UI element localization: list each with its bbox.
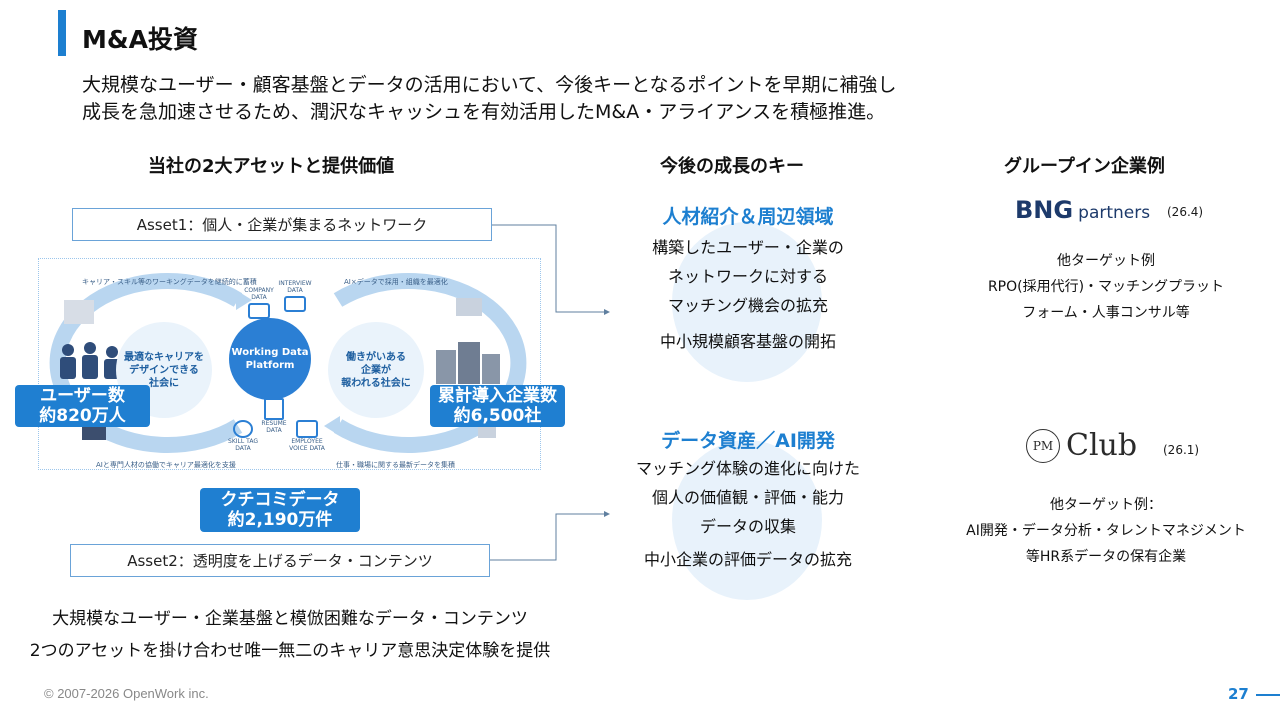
companies-count-label: 累計導入企業数 約6,500社 (430, 385, 565, 427)
company1-line: 他ターゲット例 (1057, 253, 1155, 269)
key2-extra: 中小企業の評価データの拡充 (643, 550, 852, 569)
platform-line-2: Platform (245, 360, 295, 371)
caption-top-left: キャリア・スキル等のワーキングデータを継続的に蓄積 (82, 278, 257, 286)
icon-label: RESUME (261, 420, 287, 427)
people-illustration (60, 300, 120, 440)
resume-data-icon: RESUME DATA (258, 398, 290, 434)
caption-top-right: AI×データで採用・組織を最適化 (344, 278, 448, 286)
company2-targets: 他ターゲット例： AI開発・データ分析・タレントマネジメント 等HR系データの保… (950, 492, 1262, 570)
company1-line: フォーム・人事コンサル等 (1022, 305, 1190, 321)
icon-label: INTERVIEW (278, 280, 312, 287)
company-data-icon: COMPANY DATA (242, 287, 276, 319)
cycle-arrows (49, 273, 527, 453)
company1-line: RPO(採用代行)・マッチングプラット (987, 279, 1225, 295)
users-count-value: 約820万人 (39, 406, 126, 426)
companies-count-title: 累計導入企業数 (438, 386, 557, 406)
asset2-box: Asset2：透明度を上げるデータ・コンテンツ (70, 544, 490, 577)
key2-text: マッチング体験の進化に向けた 個人の価値観・評価・能力 データの収集 (600, 454, 896, 541)
copyright: © 2007-2026 OpenWork inc. (44, 686, 209, 701)
company2-line: AI開発・データ分析・タレントマネジメント (966, 523, 1246, 539)
key1-text: 構築したユーザー・企業の ネットワークに対する マッチング機会の拡充 (600, 233, 896, 320)
companies-count-value: 約6,500社 (453, 406, 542, 426)
interview-data-icon: INTERVIEW DATA (278, 280, 312, 312)
company1-targets: 他ターゲット例 RPO(採用代行)・マッチングプラット フォーム・人事コンサル等 (950, 248, 1262, 326)
buildings-illustration (436, 298, 500, 438)
key2-line: マッチング体験の進化に向けた (635, 459, 860, 478)
key1-circle-bg (672, 222, 822, 382)
left-circle-line: 社会に (149, 377, 179, 389)
lead-text: 大規模なユーザー・顧客基盤とデータの活用において、今後キーとなるポイントを早期に… (82, 72, 897, 126)
key1-line: ネットワークに対する (667, 267, 828, 286)
lead-line-1: 大規模なユーザー・顧客基盤とデータの活用において、今後キーとなるポイントを早期に… (82, 74, 897, 96)
asset1-box: Asset1：個人・企業が集まるネットワーク (72, 208, 492, 241)
key1-extra: 中小規模顧客基盤の開拓 (659, 332, 836, 351)
key2-title: データ資産／AI開発 (661, 430, 835, 452)
reviews-count-value: 約2,190万件 (227, 510, 333, 530)
icon-label: DATA (235, 445, 251, 452)
platform-line-1: Working Data (231, 347, 309, 358)
company2-date: (26.1) (1163, 443, 1200, 457)
reviews-count-title: クチコミデータ (220, 490, 340, 510)
key2-circle-bg (672, 440, 822, 600)
logo-main: BNG (1015, 196, 1074, 224)
middle-heading: 今後の成長のキー (660, 156, 804, 177)
key1-line: 構築したユーザー・企業の (652, 238, 844, 257)
reviews-count-label: クチコミデータ 約2,190万件 (200, 488, 360, 532)
platform-diagram (38, 258, 541, 470)
icon-label: DATA (251, 294, 267, 301)
icon-label: DATA (287, 287, 303, 294)
skill-tag-data-icon: SKILL TAG DATA (226, 420, 260, 452)
pm-club-logo: PM Club (1026, 428, 1137, 463)
right-heading: グループイン企業例 (1004, 156, 1165, 177)
right-circle-line: 働きがいある (346, 351, 406, 363)
summary-line-1: 大規模なユーザー・企業基盤と模倣困難なデータ・コンテンツ (52, 609, 528, 629)
caption-bottom-right: 仕事・職場に関する最新データを集積 (336, 461, 455, 469)
logo-mark: PM (1026, 428, 1060, 463)
caption-bottom-left: AIと専門人材の協働でキャリア最適化を支援 (96, 461, 236, 469)
key1-line: マッチング機会の拡充 (667, 296, 828, 315)
icon-label: DATA (266, 427, 282, 434)
working-data-platform: Working Data Platform (229, 318, 311, 400)
page-number: 27 (1228, 685, 1249, 703)
bng-partners-logo: BNG partners (1015, 196, 1150, 224)
right-circle-line: 企業が (361, 364, 391, 376)
lead-line-2: 成長を急加速させるため、潤沢なキャッシュを有効活用したM&A・アライアンスを積極… (82, 101, 886, 123)
icon-label: SKILL TAG (228, 438, 258, 445)
summary-line-2: 2つのアセットを掛け合わせ唯一無二のキャリア意思決定体験を提供 (29, 641, 551, 661)
key2-line: 個人の価値観・評価・能力 (651, 488, 844, 507)
icon-label: EMPLOYEE (291, 438, 323, 445)
company1-date: (26.4) (1167, 205, 1204, 219)
right-value-circle: 働きがいある 企業が 報われる社会に (328, 322, 424, 418)
users-count-title: ユーザー数 (40, 386, 125, 406)
left-heading: 当社の2大アセットと提供価値 (148, 156, 395, 177)
employee-voice-data-icon: EMPLOYEE VOICE DATA (286, 420, 328, 452)
users-count-label: ユーザー数 約820万人 (15, 385, 150, 427)
page-title: M&A投資 (82, 25, 199, 54)
left-circle-line: デザインできる (129, 364, 199, 376)
icon-label: VOICE DATA (289, 445, 325, 452)
title-accent-bar (58, 10, 66, 56)
key1-title: 人材紹介＆周辺領域 (662, 206, 834, 228)
page-number-line (1256, 694, 1280, 696)
icon-label: COMPANY (244, 287, 274, 294)
logo-sub: partners (1078, 203, 1151, 223)
company2-line: 他ターゲット例： (1050, 497, 1162, 513)
left-circle-line: 最適なキャリアを (124, 351, 204, 363)
company2-line: 等HR系データの保有企業 (1025, 549, 1187, 565)
logo-text: Club (1066, 428, 1138, 463)
right-circle-line: 報われる社会に (341, 377, 411, 389)
key2-line: データの収集 (699, 517, 796, 536)
